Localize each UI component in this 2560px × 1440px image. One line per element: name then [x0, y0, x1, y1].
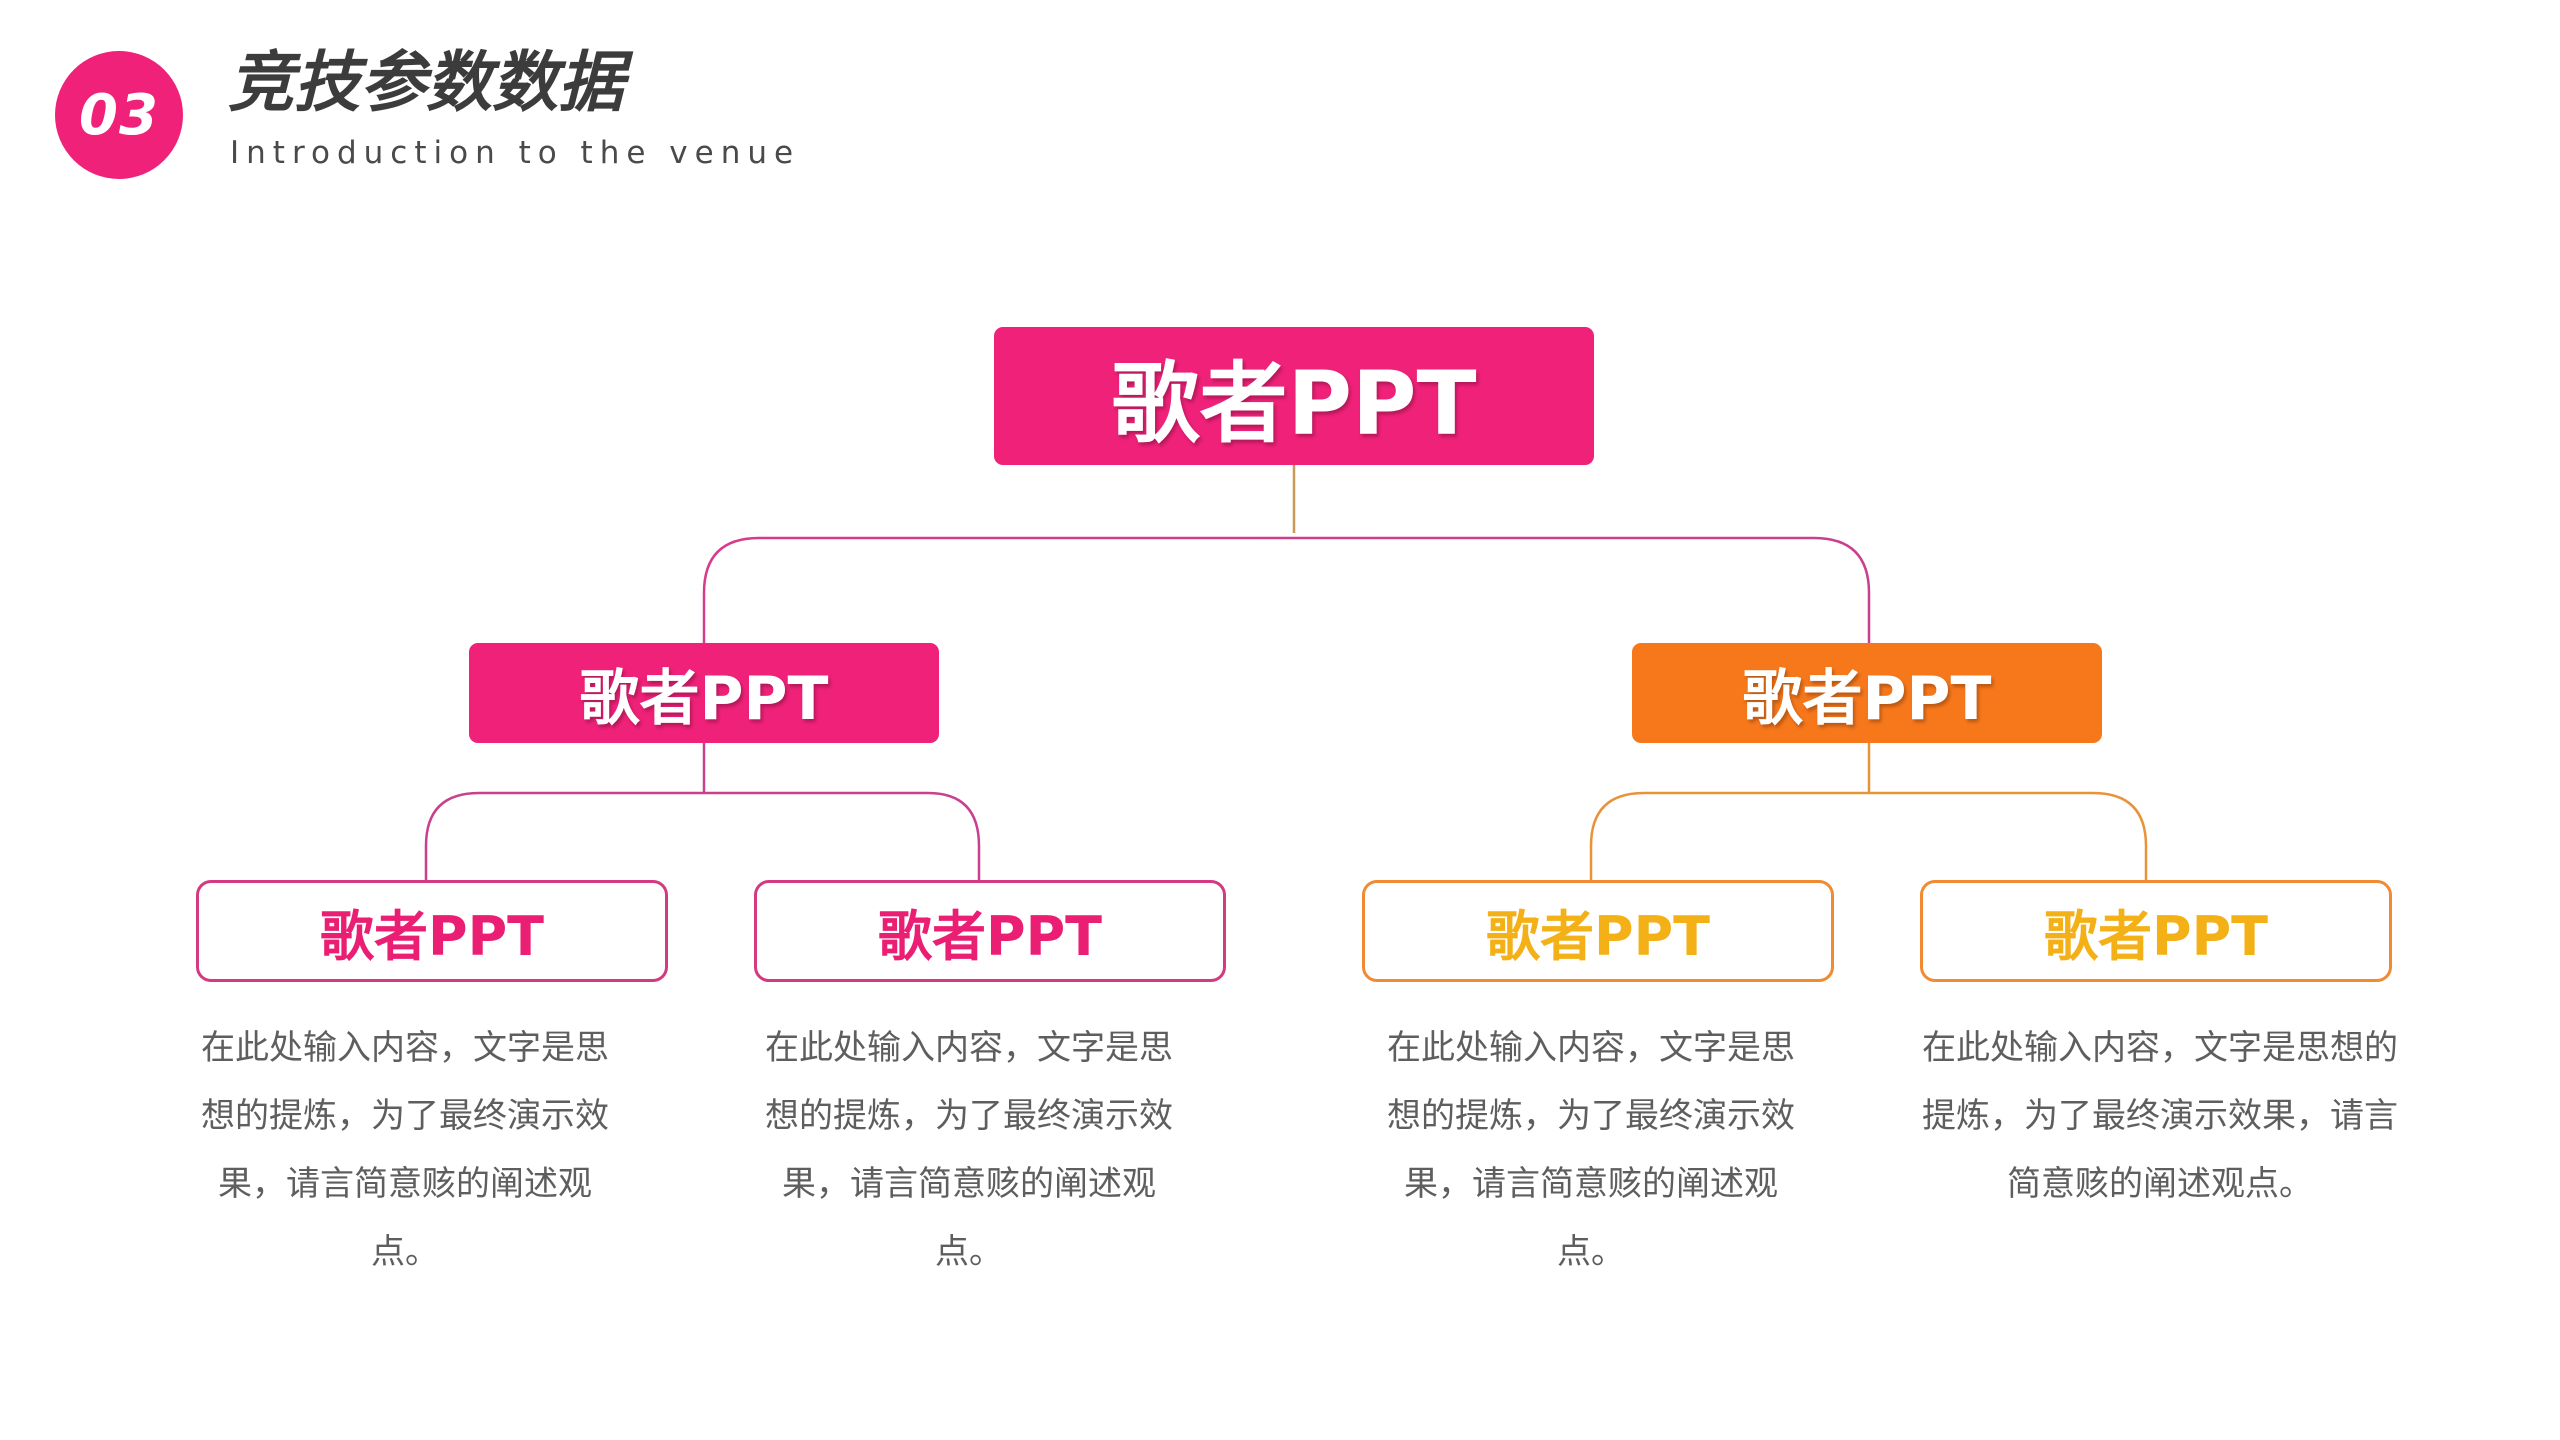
section-number-badge: 03 — [55, 51, 183, 179]
leaf-description-2: 在此处输入内容，文字是思想的提炼，为了最终演示效果，请言简意赅的阐述观点。 — [765, 1028, 1173, 1272]
leaf-description-1: 在此处输入内容，文字是思想的提炼，为了最终演示效果，请言简意赅的阐述观点。 — [201, 1028, 609, 1272]
leaf-node-1: 歌者PPT — [196, 880, 668, 982]
leaf-description-4: 在此处输入内容，文字是思想的提炼，为了最终演示效果，请言简意赅的阐述观点。 — [1922, 1028, 2398, 1204]
root-node: 歌者PPT — [994, 327, 1594, 465]
left-bracket-line — [424, 791, 981, 880]
leaf-node-3: 歌者PPT — [1362, 880, 1834, 982]
branch-node-right: 歌者PPT — [1632, 643, 2102, 743]
leaf-description-3: 在此处输入内容，文字是思想的提炼，为了最终演示效果，请言简意赅的阐述观点。 — [1387, 1028, 1795, 1272]
page-subtitle: Introduction to the venue — [230, 135, 801, 171]
leaf-node-4: 歌者PPT — [1920, 880, 2392, 982]
page-title: 竞技参数数据 — [228, 44, 624, 121]
right-bracket-line — [1589, 791, 2148, 880]
leaf-node-2: 歌者PPT — [754, 880, 1226, 982]
top-bracket-line — [702, 536, 1871, 643]
branch-node-left: 歌者PPT — [469, 643, 939, 743]
